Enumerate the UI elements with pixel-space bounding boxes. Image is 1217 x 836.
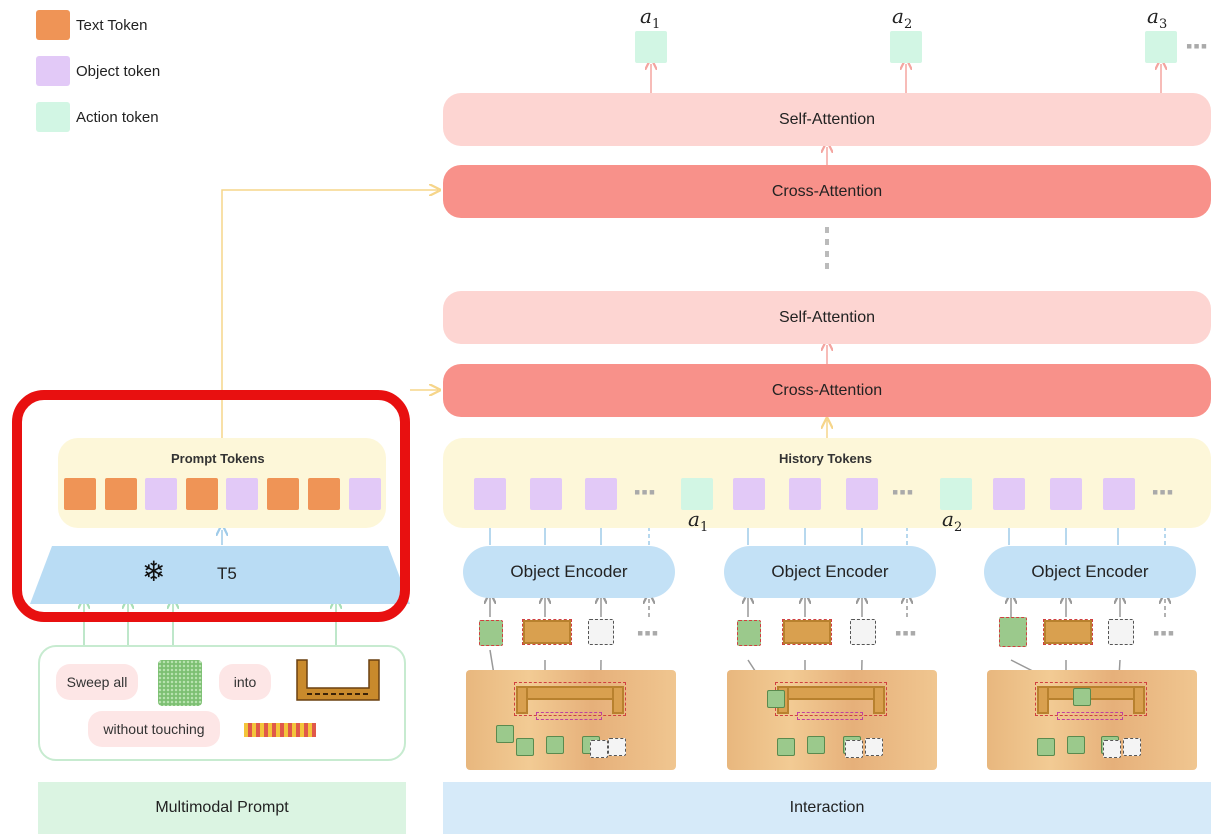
prompt-image-frame: [296, 659, 380, 701]
multimodal-prompt-box: [38, 645, 406, 761]
prompt-text-token: [308, 478, 340, 510]
crop-cube: [737, 620, 761, 646]
crop-cube: [999, 617, 1027, 647]
output-action-token-2: [890, 31, 922, 63]
output-ellipsis: ▪▪▪: [1186, 36, 1209, 56]
history-action-token-2: [940, 478, 972, 510]
history-tokens-label: History Tokens: [779, 451, 872, 466]
output-action-token-1: [635, 31, 667, 63]
object-encoder-1: Object Encoder: [463, 546, 675, 598]
output-label-a2: a2: [892, 4, 913, 32]
object-encoder-3: Object Encoder: [984, 546, 1196, 598]
prompt-image-stripe: [244, 723, 316, 737]
history-label-a1: a1: [688, 507, 709, 535]
prompt-tokens-label: Prompt Tokens: [171, 451, 265, 466]
multimodal-prompt-label: Multimodal Prompt: [38, 782, 406, 834]
output-label-a3: a3: [1147, 4, 1168, 32]
scene-image-1: [466, 670, 676, 770]
t5-label: T5: [217, 564, 237, 583]
prompt-object-token: [226, 478, 258, 510]
history-label-a2: a2: [942, 507, 963, 535]
crop-dice: [1108, 619, 1134, 645]
crop-frame: [522, 619, 572, 645]
prompt-object-token: [349, 478, 381, 510]
scene-image-3: [987, 670, 1197, 770]
history-object-token: [993, 478, 1025, 510]
prompt-text-into: into: [219, 664, 271, 700]
history-object-token: [1050, 478, 1082, 510]
highlight-box: [12, 390, 410, 622]
output-label-a1: a1: [640, 4, 661, 32]
output-action-token-3: [1145, 31, 1177, 63]
history-ellipsis: ▪▪▪: [892, 482, 915, 502]
cross-attention-top: Cross-Attention: [443, 165, 1211, 218]
object-encoder-2: Object Encoder: [724, 546, 936, 598]
prompt-text-sweep-all: Sweep all: [56, 664, 138, 700]
legend-action-token: Action token: [76, 109, 159, 126]
interaction-label: Interaction: [443, 782, 1211, 834]
prompt-text-token: [186, 478, 218, 510]
self-attention-bottom: Self-Attention: [443, 291, 1211, 344]
legend-object-token: Object token: [76, 63, 161, 80]
crop-ellipsis: ▪▪▪: [1153, 623, 1176, 643]
crop-frame: [1043, 619, 1093, 645]
prompt-text-token: [64, 478, 96, 510]
prompt-object-token: [145, 478, 177, 510]
history-object-token: [474, 478, 506, 510]
history-tokens-panel: [443, 438, 1211, 528]
prompt-text-without-touching: without touching: [88, 711, 220, 747]
history-object-token: [1103, 478, 1135, 510]
history-object-token: [585, 478, 617, 510]
crop-ellipsis: ▪▪▪: [637, 623, 660, 643]
crop-frame: [782, 619, 832, 645]
prompt-text-token: [267, 478, 299, 510]
object-token-swatch: [36, 56, 70, 86]
crop-cube: [479, 620, 503, 646]
crop-dice: [850, 619, 876, 645]
snowflake-icon: ❄: [142, 555, 166, 588]
history-action-token-1: [681, 478, 713, 510]
legend-text-token: Text Token: [76, 17, 148, 34]
history-object-token: [789, 478, 821, 510]
crop-dice: [588, 619, 614, 645]
history-object-token: [846, 478, 878, 510]
history-object-token: [530, 478, 562, 510]
history-ellipsis: ▪▪▪: [634, 482, 657, 502]
action-token-swatch: [36, 102, 70, 132]
text-token-swatch: [36, 10, 70, 40]
scene-image-2: [727, 670, 937, 770]
cross-attention-bottom: Cross-Attention: [443, 364, 1211, 417]
history-ellipsis: ▪▪▪: [1152, 482, 1175, 502]
prompt-image-cube: [158, 660, 202, 706]
prompt-text-token: [105, 478, 137, 510]
t5-encoder-shape: [30, 546, 410, 604]
history-object-token: [733, 478, 765, 510]
crop-ellipsis: ▪▪▪: [895, 623, 918, 643]
self-attention-top: Self-Attention: [443, 93, 1211, 146]
